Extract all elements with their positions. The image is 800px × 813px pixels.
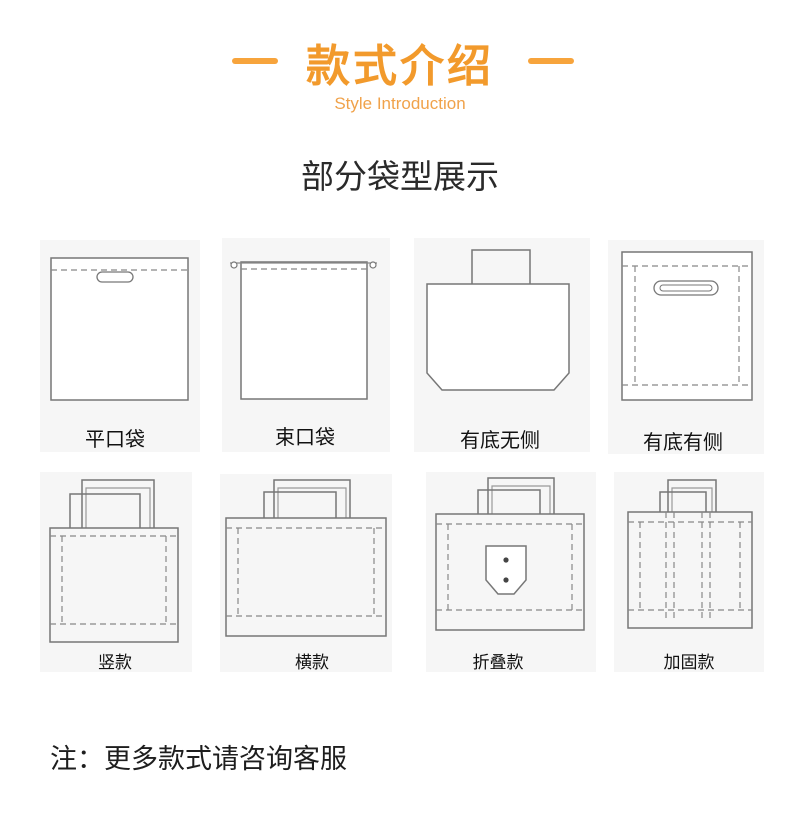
bag-label-bottom-no-side: 有底无侧 — [460, 428, 540, 452]
flat-bag-icon — [50, 257, 189, 401]
foldable-tote-icon — [435, 477, 585, 631]
bag-card-reinforced: 加固款 — [614, 472, 764, 673]
bag-card-horizontal: 横款 — [220, 474, 392, 673]
bag-label-vertical: 竖款 — [98, 653, 132, 673]
footer-note: 注：更多款式请咨询客服 — [50, 744, 347, 775]
bag-card-bottom-no-side: 有底无侧 — [414, 238, 590, 452]
bag-label-bottom-with-side: 有底有侧 — [643, 430, 723, 454]
horizontal-tote-icon — [225, 479, 387, 637]
vertical-tote-icon — [49, 479, 179, 643]
drawstring-bag-icon — [230, 261, 377, 400]
bag-card-drawstring: 束口袋 — [222, 238, 390, 452]
bag-card-vertical: 竖款 — [40, 472, 192, 673]
reinforced-tote-icon — [627, 479, 753, 629]
bag-card-foldable: 折叠款 — [426, 472, 596, 673]
section-title: 部分袋型展示 — [301, 157, 499, 196]
bag-label-foldable: 折叠款 — [472, 653, 524, 673]
bag-label-horizontal: 横款 — [295, 653, 329, 673]
page-title: 款式介绍 — [306, 41, 494, 92]
title-dash-right — [528, 58, 574, 64]
bottom-no-side-bag-icon — [426, 249, 570, 391]
bag-label-flat: 平口袋 — [85, 427, 145, 451]
bag-card-flat: 平口袋 — [40, 240, 200, 452]
bag-label-drawstring: 束口袋 — [275, 425, 335, 449]
title-dash-left — [232, 58, 278, 64]
page-subtitle: Style Introduction — [334, 94, 466, 113]
bottom-with-side-bag-icon — [621, 251, 753, 401]
bag-label-reinforced: 加固款 — [663, 653, 715, 673]
bag-card-bottom-with-side: 有底有侧 — [608, 240, 764, 454]
